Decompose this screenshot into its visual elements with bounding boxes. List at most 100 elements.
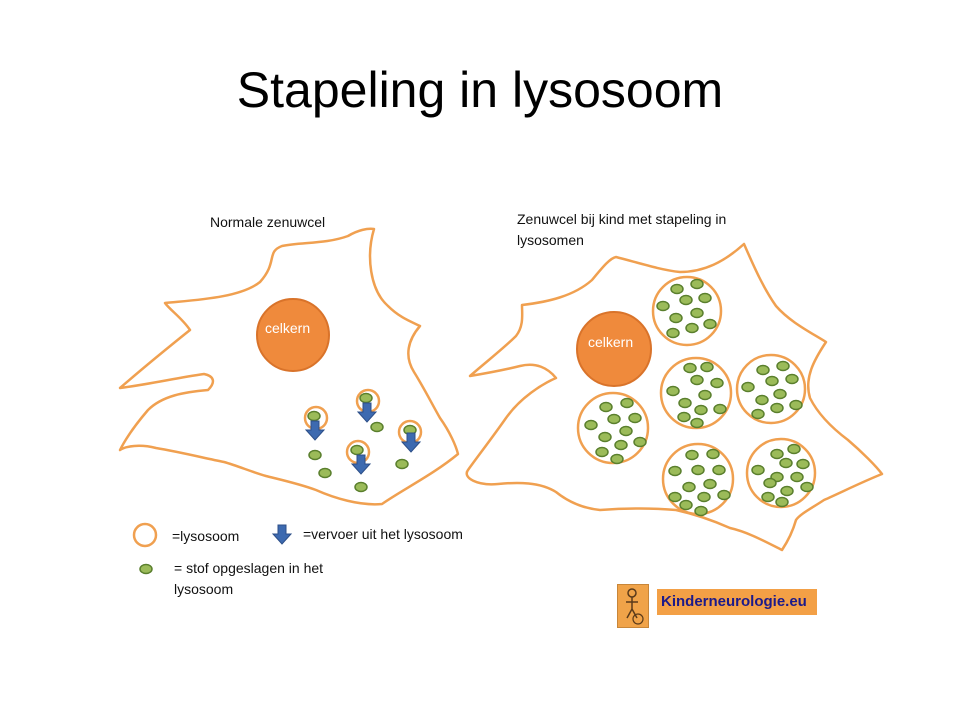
stored-particle [710,377,724,389]
transport-arrow [350,454,372,475]
stored-particle [751,408,765,420]
stored-particle [789,399,803,411]
stored-particle [595,446,609,458]
normal-cell-heading: Normale zenuwcel [210,214,326,230]
stored-particle [698,389,712,401]
stored-particle [598,431,612,443]
stored-particle [690,417,704,429]
stored-particle [700,361,714,373]
stored-particle [756,364,770,376]
normal-cell-membrane [118,227,460,506]
stored-particle [354,481,368,493]
stored-particle [694,404,708,416]
kinderneurologie-logo: Kinderneurologie.eu [617,584,817,628]
stored-particle [694,505,708,517]
stored-particle [668,465,682,477]
stored-particle [670,283,684,295]
stored-particle [690,278,704,290]
legend-transport-label: =vervoer uit het lysosoom [303,526,463,542]
stored-particle [610,453,624,465]
stored-particle [633,436,647,448]
stored-particle [770,448,784,460]
normal-cell-nucleus [256,298,330,372]
stored-particle [607,413,621,425]
stored-particle [690,374,704,386]
storage-nucleus-label: celkern [588,334,634,350]
transport-arrow [356,402,378,423]
stored-particle [308,449,322,461]
stored-particle [770,402,784,414]
stored-particle [773,388,787,400]
stored-particle [741,381,755,393]
stored-particle [790,471,804,483]
transport-arrow [304,420,326,441]
legend-particle-icon [139,563,153,575]
storage-cell-nucleus [576,311,652,387]
stored-particle [620,397,634,409]
normal-nucleus-label: celkern [265,320,311,336]
stored-particle [318,467,332,479]
stored-particle [614,439,628,451]
enlarged-lysosome [651,275,723,347]
stored-particle [780,485,794,497]
stored-particle [697,491,711,503]
stored-particle [690,307,704,319]
stored-particle [706,448,720,460]
slide-title: Stapeling in lysosoom [236,62,724,118]
stored-particle [679,294,693,306]
transport-arrows [304,402,422,475]
legend-lysosome-label: =lysosoom [172,528,240,544]
stored-particle [761,491,775,503]
stored-particle [796,458,810,470]
stored-particle [776,360,790,372]
legend-arrow-icon [271,524,293,545]
stored-particle [677,411,691,423]
stored-particle [359,392,373,404]
stored-particle [717,489,731,501]
logo-text: Kinderneurologie.eu [657,589,817,615]
storage-cell-membrane [465,242,884,552]
stored-particle [307,410,321,422]
transport-arrow [400,432,422,453]
stored-particle [619,425,633,437]
stored-particle [775,496,789,508]
legend-lysosome-icon [132,522,158,548]
stored-particle [703,478,717,490]
stored-particle [755,394,769,406]
stored-particle [599,401,613,413]
storage-cell-particles [584,278,814,517]
stored-particle [679,499,693,511]
stored-particle [785,373,799,385]
legend-substance-label: = stof opgeslagen in het lysosoom [174,560,324,597]
stored-particle [712,464,726,476]
normal-cell-particles [307,392,417,493]
stored-particle [666,327,680,339]
stored-particle [698,292,712,304]
stored-particle [656,300,670,312]
stored-particle [800,481,814,493]
stored-particle [751,464,765,476]
stored-particle [685,322,699,334]
storage-cell-heading: Zenuwcel bij kind met stapeling in lysos… [517,211,727,248]
stored-particle [787,443,801,455]
enlarged-lysosome [735,353,807,425]
stored-particle [779,457,793,469]
stored-particle [763,477,777,489]
stored-particle [703,318,717,330]
logo-figure-icon [617,584,649,628]
stored-particle [669,312,683,324]
stored-particle [678,397,692,409]
stored-particle [683,362,697,374]
stored-particle [691,464,705,476]
stored-particle [628,412,642,424]
stored-particle [668,491,682,503]
stored-particle [685,449,699,461]
stored-particle [584,419,598,431]
stored-particle [666,385,680,397]
stored-particle [350,444,364,456]
stored-particle [370,421,384,433]
stored-particle [395,458,409,470]
stored-particle [765,375,779,387]
stored-particle [713,403,727,415]
